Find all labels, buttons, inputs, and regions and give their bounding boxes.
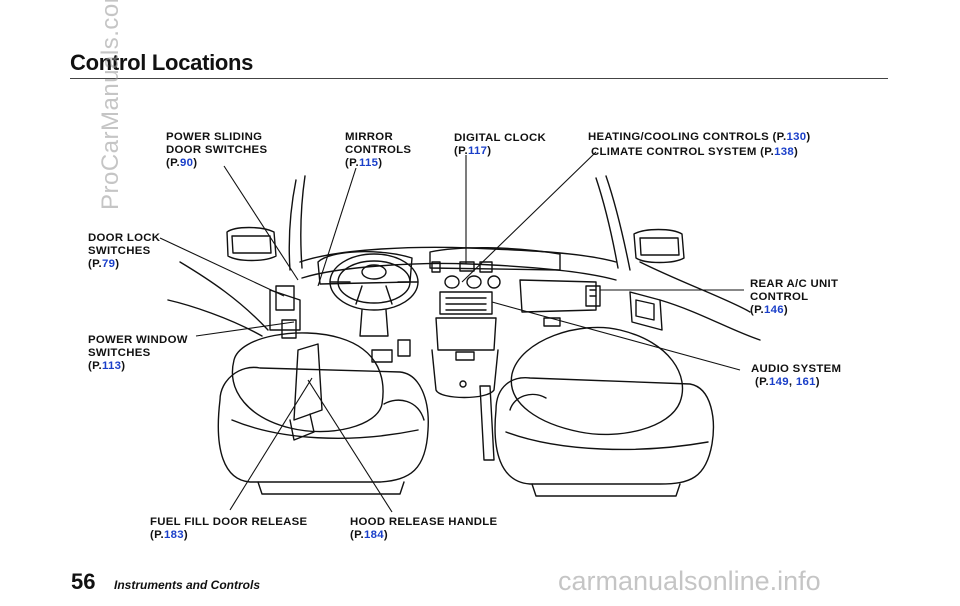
page-reference-link[interactable]: 149 <box>769 376 789 389</box>
side-watermark: ProCarManuals.com <box>97 0 124 210</box>
page-reference-link[interactable]: 113 <box>102 360 122 373</box>
page-reference-link[interactable]: 115 <box>359 157 379 170</box>
page-reference-link[interactable]: 161 <box>795 376 816 389</box>
page-reference-link[interactable]: 79 <box>102 258 116 271</box>
left-seat <box>231 332 384 433</box>
leader-hood <box>307 379 393 513</box>
left-door <box>167 261 301 337</box>
label-digital-clock: DIGITAL CLOCK (P.117) <box>454 132 547 158</box>
page-reference-link[interactable]: 130 <box>786 131 807 143</box>
page-reference-link[interactable]: 146 <box>764 304 784 317</box>
title-rule <box>70 78 888 79</box>
page-reference-link[interactable]: 183 <box>164 529 184 542</box>
clock-display <box>459 261 475 272</box>
label-power-sliding-door-switches: POWER SLIDING DOOR SWITCHES (P.90) <box>166 131 268 170</box>
right-a-pillar <box>595 175 631 271</box>
label-rear-ac-unit-control: REAR A/C UNIT CONTROL (P.146) <box>750 278 839 317</box>
label-climate-control-system: CLIMATE CONTROL SYSTEM (P.138) <box>591 146 799 158</box>
page-number: 56 <box>71 569 96 594</box>
label-hood-release-handle: HOOD RELEASE HANDLE (P.184) <box>350 516 498 542</box>
glove-box <box>519 279 597 313</box>
page-reference-link[interactable]: 138 <box>774 146 795 158</box>
page-reference-link[interactable]: 90 <box>180 157 194 170</box>
left-mirror <box>226 226 277 262</box>
label-mirror-controls: MIRROR CONTROLS (P.115) <box>345 131 412 170</box>
label-power-window-switches: POWER WINDOW SWITCHES (P.113) <box>88 334 188 373</box>
label-audio-system: AUDIO SYSTEM (P.149, 161) <box>751 363 842 389</box>
bottom-watermark: carmanualsonline.info <box>558 566 821 596</box>
instrument-cluster <box>317 250 413 285</box>
audio-unit <box>439 291 493 315</box>
label-fuel-fill-door-release: FUEL FILL DOOR RELEASE (P.183) <box>150 516 308 542</box>
left-a-pillar <box>288 175 306 271</box>
label-door-lock-switches: DOOR LOCK SWITCHES (P.79) <box>88 232 161 271</box>
leader-audio <box>491 301 741 371</box>
center-console <box>431 349 499 399</box>
label-heating-cooling-controls: HEATING/COOLING CONTROLS (P.130) <box>588 131 811 143</box>
right-mirror <box>633 228 685 264</box>
leader-power-window <box>195 321 295 337</box>
fuel-hood-lever <box>293 343 323 421</box>
leader-heating <box>461 151 597 283</box>
leader-fuel <box>229 377 313 511</box>
right-seat <box>510 326 684 436</box>
pedals <box>371 339 411 363</box>
leader-power-sliding <box>223 165 299 281</box>
page-reference-link[interactable]: 117 <box>468 145 488 158</box>
section-name: Instruments and Controls <box>114 578 261 592</box>
page-reference-link[interactable]: 184 <box>364 529 384 542</box>
leader-door-lock <box>159 237 285 297</box>
rear-ac-control <box>585 285 601 307</box>
page-title: Control Locations <box>70 50 254 75</box>
leader-mirror <box>317 167 357 287</box>
